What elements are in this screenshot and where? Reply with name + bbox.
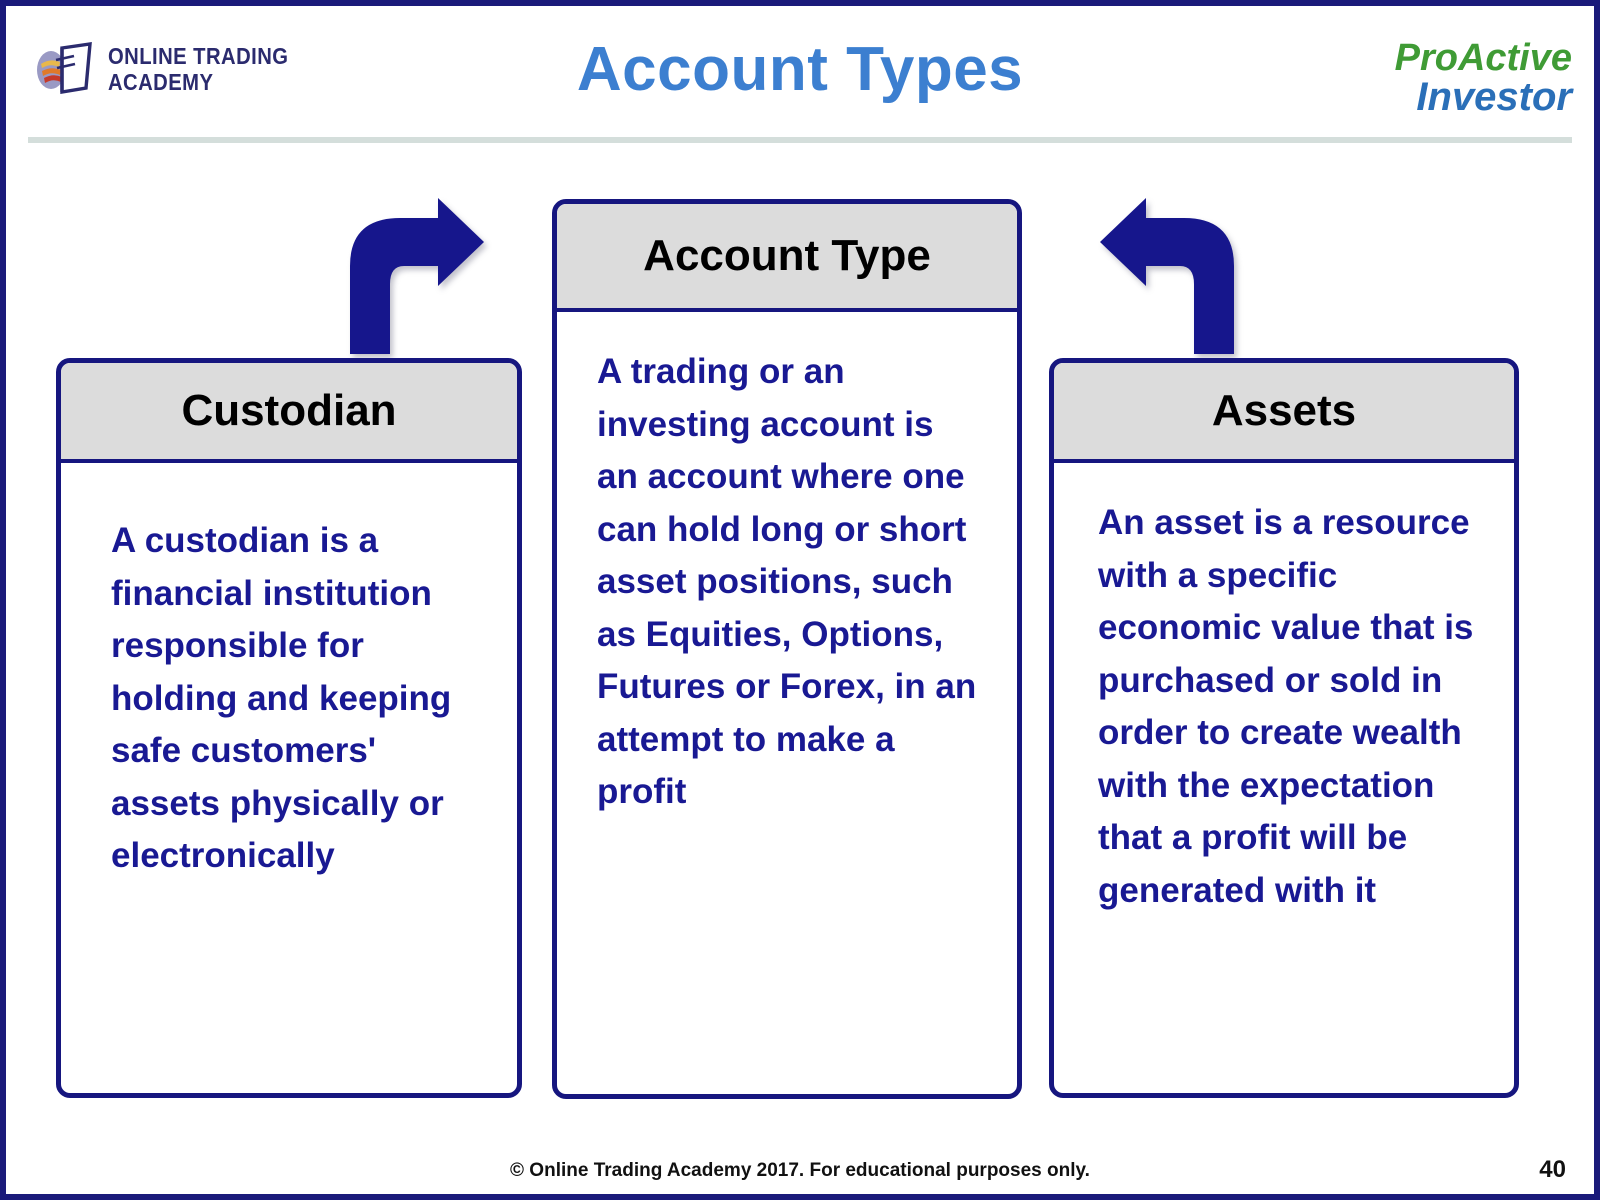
card-custodian-body: A custodian is a financial institution r… — [111, 521, 452, 875]
arrow-assets-icon — [1100, 198, 1234, 354]
arrow-custodian-icon — [350, 198, 484, 354]
ota-wordmark-line1: Online Trading — [108, 42, 289, 69]
ota-wordmark: Online Trading Academy — [108, 42, 289, 95]
online-trading-academy-logo: Online Trading Academy — [34, 42, 313, 96]
card-assets: Assets An asset is a resource with a spe… — [1049, 358, 1519, 1098]
slide-header: Online Trading Academy Account Types Pro… — [6, 6, 1594, 143]
page-number: 40 — [1539, 1156, 1566, 1183]
investor-text: Investor — [1416, 75, 1572, 120]
card-account-type-body: A trading or an investing account is an … — [597, 352, 977, 811]
header-divider — [28, 137, 1572, 143]
card-account-type-header: Account Type — [557, 204, 1017, 312]
ota-wordmark-line2: Academy — [108, 68, 214, 95]
proactive-text: ProActive — [1394, 37, 1572, 79]
page-title: Account Types — [576, 35, 1024, 104]
card-custodian: Custodian A custodian is a financial ins… — [56, 358, 522, 1098]
card-account-type: Account Type A trading or an investing a… — [552, 199, 1022, 1099]
book-sail-logo-icon — [37, 42, 92, 95]
card-assets-header: Assets — [1054, 363, 1514, 463]
copyright-notice: © Online Trading Academy 2017. For educa… — [510, 1160, 1090, 1181]
proactive-investor-logo: ProActive Investor — [1394, 37, 1572, 120]
card-assets-body: An asset is a resource with a specific e… — [1098, 503, 1474, 910]
card-custodian-header: Custodian — [61, 363, 517, 463]
